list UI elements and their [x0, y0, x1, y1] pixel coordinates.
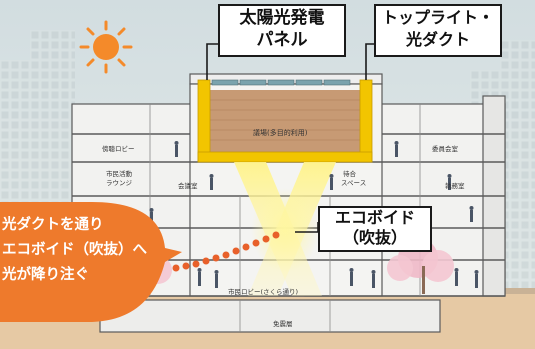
- orange-bubble-line-2: エコボイド（吹抜）へ: [2, 242, 147, 258]
- label-waiting-space-1: 待合: [343, 170, 356, 178]
- callout-line: 光ダクト: [405, 30, 470, 49]
- toplight-callout: トップライト・ 光ダクト: [374, 4, 502, 57]
- light-duct: [197, 79, 373, 163]
- callout-line: （吹抜）: [342, 228, 407, 247]
- callout-line: 太陽光発電: [239, 8, 325, 28]
- callout-line: トップライト・: [381, 8, 494, 27]
- label-citizen-lobby: 市民ロビー(さくら通り): [228, 288, 299, 296]
- solar-panels: [211, 79, 351, 86]
- label-waiting-space-2: スペース: [341, 179, 367, 187]
- callout-line: エコボイド: [334, 208, 415, 227]
- label-committee-lobby: 傍聴ロビー: [102, 145, 135, 153]
- hall-wood-panel: [210, 90, 362, 156]
- label-committee-room: 委員会室: [432, 145, 458, 153]
- orange-bubble-line-3: 光が降り注ぐ: [2, 267, 89, 283]
- label-basement: 免震層: [273, 320, 293, 328]
- light-dot-trail: [172, 231, 280, 272]
- solar-panel-callout: 太陽光発電 パネル: [218, 4, 346, 57]
- label-office: 執務室: [445, 182, 465, 190]
- ecovoid-callout: エコボイド （吹抜）: [318, 206, 432, 252]
- label-citizen-lounge-1: 市民活動: [106, 170, 132, 178]
- callout-line: パネル: [256, 30, 308, 50]
- label-meeting-room: 会議室: [178, 182, 198, 190]
- label-hall: 議場(多目的利用): [253, 129, 308, 137]
- orange-bubble: [0, 202, 182, 322]
- sun-icon: [79, 20, 133, 74]
- orange-bubble-line-1: 光ダクトを通り: [2, 217, 104, 233]
- label-citizen-lounge-2: ラウンジ: [106, 179, 132, 187]
- ecovoid-light-beams: [234, 162, 336, 296]
